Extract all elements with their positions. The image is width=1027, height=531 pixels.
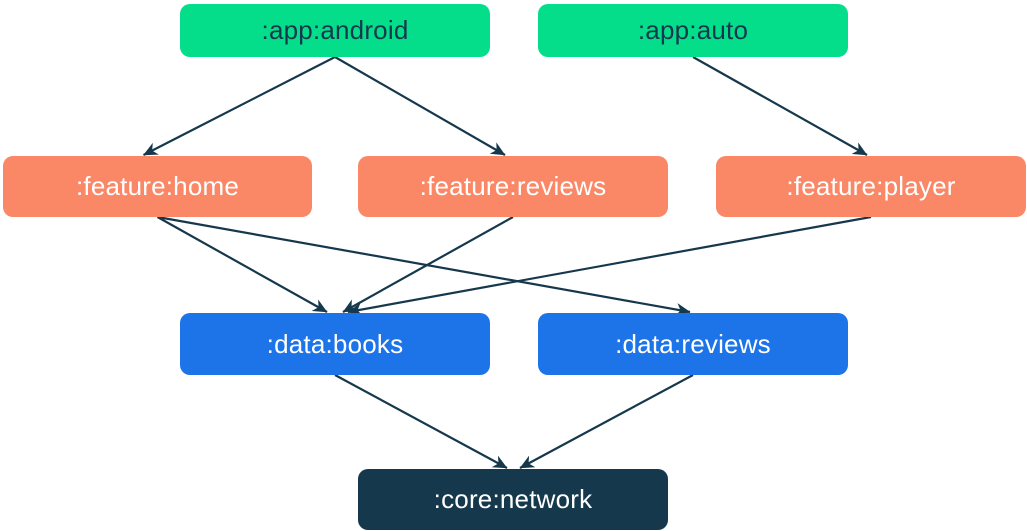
- node-feature-reviews: :feature:reviews: [358, 156, 668, 217]
- node-data-books: :data:books: [180, 313, 490, 375]
- node-label: :feature:player: [786, 171, 956, 201]
- node-data-reviews: :data:reviews: [538, 313, 848, 375]
- node-core-network: :core:network: [358, 469, 668, 530]
- node-label: :data:reviews: [615, 328, 771, 359]
- node-label: :app:android: [261, 15, 409, 45]
- node-app-android: :app:android: [180, 4, 490, 57]
- node-feature-home: :feature:home: [3, 156, 312, 217]
- node-feature-player: :feature:player: [716, 156, 1026, 217]
- node-label: :data:books: [266, 328, 404, 359]
- node-label: :feature:reviews: [419, 171, 607, 201]
- node-app-auto: :app:auto: [538, 4, 848, 57]
- node-label: :feature:home: [75, 171, 240, 201]
- node-label: :app:auto: [637, 15, 749, 45]
- node-label: :core:network: [433, 484, 593, 514]
